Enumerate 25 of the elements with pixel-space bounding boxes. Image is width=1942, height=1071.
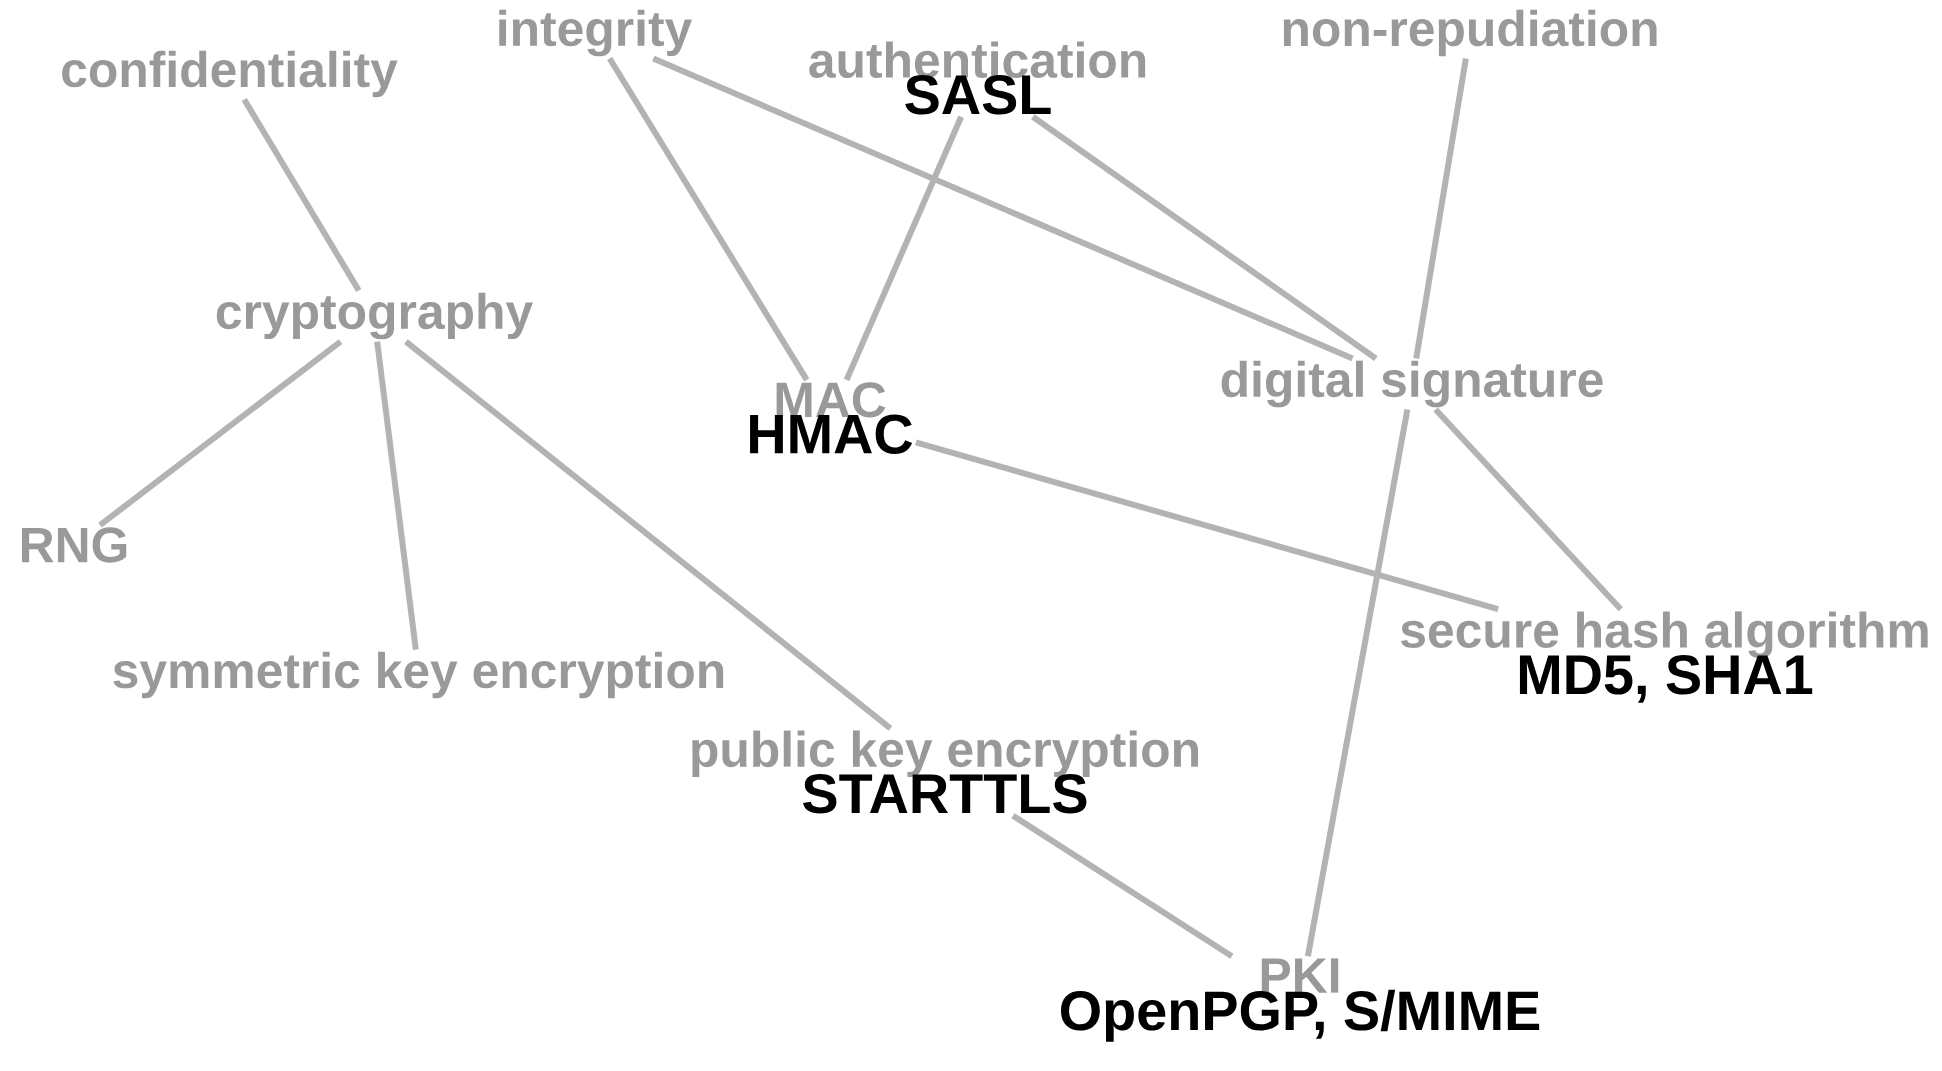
concept-label: digital signature [1221, 360, 1603, 408]
concept-label: cryptography [216, 292, 533, 340]
concept-label: MAC HMAC [750, 382, 913, 454]
concept-label: symmetric key encryption [113, 651, 724, 699]
concept-label: PKI OpenPGP, S/MIME [1061, 958, 1540, 1042]
concept-label: RNG [22, 527, 127, 563]
concept-label: authentication SASL [809, 41, 1146, 115]
concept-label: public key encryption STARTTLS [692, 730, 1198, 814]
connector-line [98, 339, 343, 528]
connector-line [1011, 813, 1234, 959]
connector-line [1413, 57, 1469, 359]
connector-line [652, 55, 1354, 362]
connector-line [404, 339, 893, 731]
concept-label: secure hash algorithm MD5, SHA1 [1401, 611, 1928, 703]
connector-line [1433, 407, 1623, 612]
connector-line [241, 97, 362, 293]
connector-line [607, 56, 810, 382]
connector-line [374, 341, 419, 650]
concept-label: confidentiality [62, 50, 398, 98]
connector-line [1031, 114, 1378, 361]
connector-line [843, 115, 964, 382]
connector-line [915, 439, 1499, 613]
concept-label: non-repudiation [1283, 9, 1657, 57]
concept-label: integrity [499, 9, 692, 57]
connector-line [1304, 409, 1411, 957]
